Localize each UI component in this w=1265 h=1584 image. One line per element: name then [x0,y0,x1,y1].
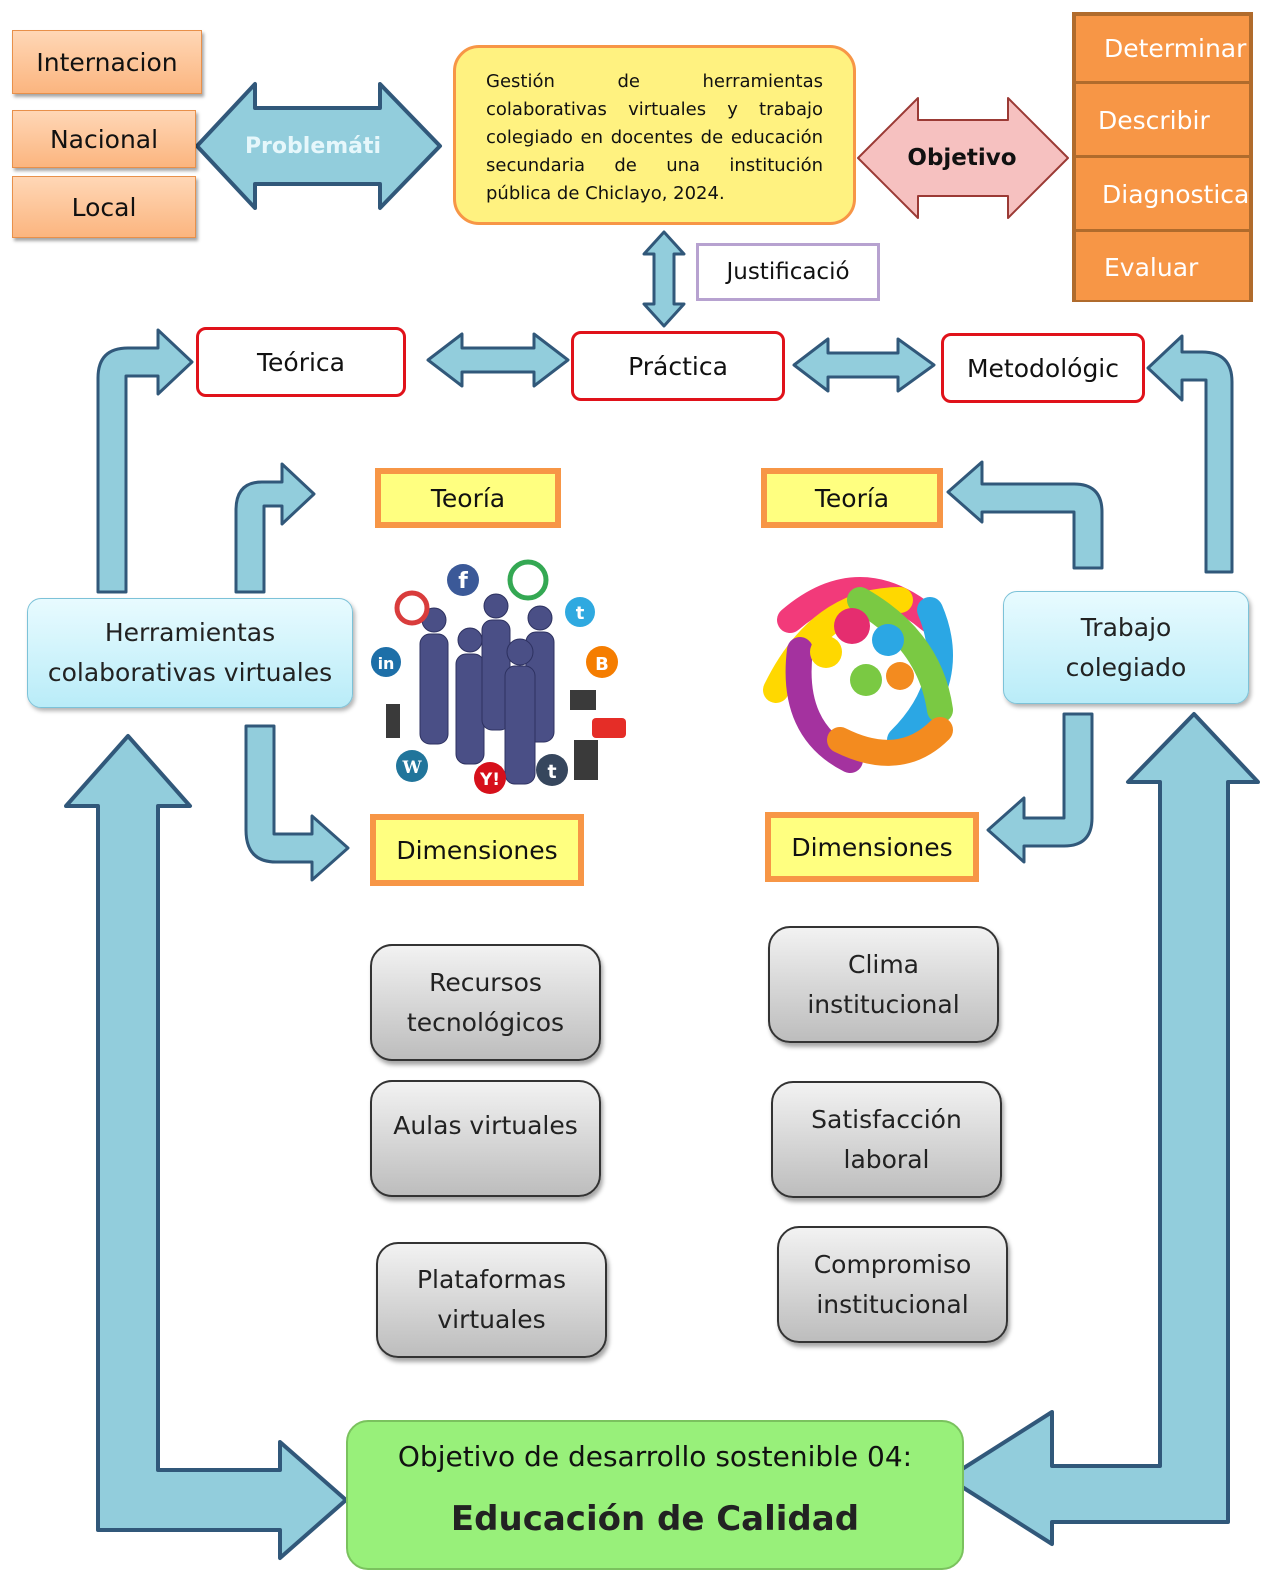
blogger-icon [586,646,618,678]
dimension-compromiso-institucional: Compromiso institucional [777,1226,1008,1343]
ods-box: Objetivo de desarrollo sostenible 04: Ed… [346,1420,964,1570]
objetivo-determinar: Determinar [1076,16,1249,84]
svg-text:t: t [576,603,585,624]
problematica-arrow [195,82,442,210]
justificacion-teorica: Teórica [196,327,406,397]
youtube-icon [592,718,626,738]
dimension-1-1-line2: tecnológicos [406,1007,565,1037]
justificacion-practica: Práctica [571,331,785,401]
variable-2-line2: colegiado [1065,652,1187,682]
facebook-icon [447,564,479,596]
dimensiones-herramientas: Dimensiones [370,814,584,886]
dimension-plataformas-virtuales: Plataformas virtuales [376,1242,607,1358]
objetivo-arrow [857,97,1069,219]
right-up-arrow-metodologica [1146,334,1234,574]
dimension-1-1-line1: Recursos [429,967,542,997]
dimension-recursos-tecnologicos: Recursos tecnológicos [370,944,601,1061]
teorica-practica-arrow [426,332,570,388]
variable-2-line1: Trabajo [1080,612,1172,642]
wordpress-icon [396,750,428,782]
dimension-2-3-line2: institucional [816,1289,969,1319]
dimension-2-2-line2: laboral [843,1144,930,1174]
teamwork-circle-illustration [738,570,984,786]
dimension-aulas-virtuales: Aulas virtuales [370,1080,601,1197]
twitter-icon [565,597,595,627]
linkedin-icon [371,647,401,677]
left-up-arrow-teoria [234,462,316,594]
variable-trabajo-colegiado: Trabajo colegiado [1003,591,1249,704]
dimensiones-trabajo-colegiado: Dimensiones [765,812,979,882]
svg-text:in: in [378,654,395,673]
google-icon [507,559,549,601]
variable-1-line1: Herramientas [104,618,276,647]
dimension-satisfaccion-laboral: Satisfacción laboral [771,1081,1002,1198]
dimension-2-1-line2: institucional [807,989,960,1019]
tumblr-icon [536,754,568,786]
objetivos-list: Determinar Describir Diagnostica Evaluar [1072,12,1253,302]
objetivo-diagnosticar: Diagnostica [1076,160,1249,232]
objetivo-describir: Describir [1076,86,1249,158]
problematica-label: Problemáti [244,133,382,159]
svg-text:f: f [458,569,468,594]
ods-title: Educación de Calidad [450,1499,860,1539]
left-up-arrow-teorica [96,328,194,594]
teoria-herramientas: Teoría [375,468,561,528]
svg-text:B: B [595,654,609,675]
yahoo-icon [474,762,506,794]
right-down-arrow-dimensiones [986,712,1094,864]
picasa-icon [394,590,430,626]
research-title: Gestión de herramientas colaborativas vi… [453,45,856,225]
right-big-loop-arrow [946,712,1260,1546]
left-down-arrow-dimensiones [244,724,350,882]
scope-local: Local [12,176,196,238]
dimension-1-3-line1: Plataformas [416,1265,567,1294]
left-big-loop-arrow [64,734,348,1560]
objetivo-evaluar: Evaluar [1076,234,1249,300]
dimension-2-3-line1: Compromiso [813,1249,972,1279]
ods-subtitle: Objetivo de desarrollo sostenible 04: [397,1440,913,1473]
variable-1-line2: colaborativas virtuales [47,658,333,687]
dimension-1-3-line2: virtuales [437,1305,546,1334]
svg-text:t: t [547,761,556,783]
scope-nacional: Nacional [12,110,196,168]
teoria-trabajo-colegiado: Teoría [761,468,943,528]
dimension-2-1-line1: Clima [847,949,920,979]
svg-text:Y!: Y! [479,770,500,790]
dimension-2-2-line1: Satisfacción [811,1104,962,1134]
svg-text:W: W [401,758,422,778]
dimension-clima-institucional: Clima institucional [768,926,999,1043]
justificacion-label: Justificació [696,243,880,301]
variable-herramientas-colaborativas: Herramientas colaborativas virtuales [27,598,353,708]
scope-internacional: Internacion [12,30,202,94]
practica-metodologica-arrow [792,337,936,393]
justificacion-vertical-arrow [642,230,686,328]
objetivo-label: Objetivo [907,145,1017,171]
collaboration-people-illustration: f t in B W Y! t [362,559,626,800]
dimension-1-2-line1: Aulas virtuales [393,1111,578,1140]
justificacion-metodologica: Metodológic [941,333,1145,403]
right-up-arrow-teoria [946,460,1104,570]
